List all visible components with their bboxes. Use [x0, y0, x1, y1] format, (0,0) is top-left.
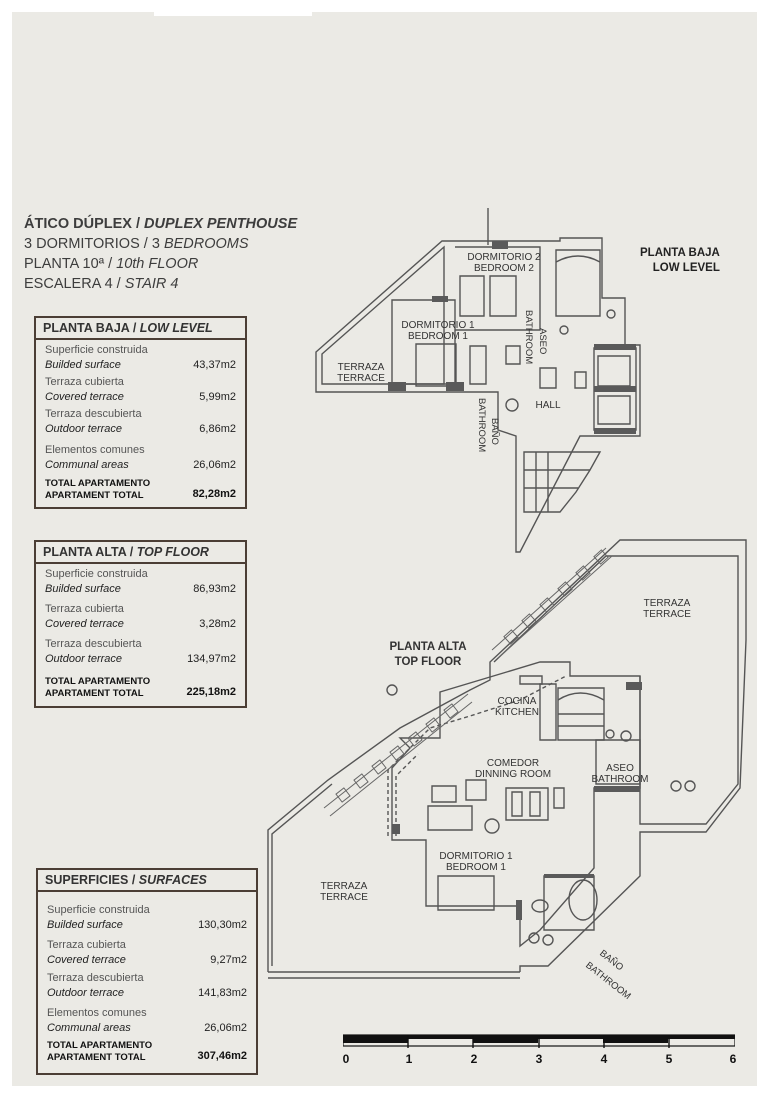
header-bedrooms-en: BEDROOMS [163, 236, 249, 252]
top-floor-outline [267, 539, 747, 972]
top-bathtub [568, 879, 598, 921]
low-level-plan-title: PLANTA BAJA LOW LEVEL [640, 247, 720, 274]
property-header: ÁTICO DÚPLEX / DUPLEX PENTHOUSE 3 DORMIT… [24, 214, 297, 294]
top-strip [154, 12, 312, 16]
top-kitchen-counter [539, 683, 557, 741]
top-floor-table-title: PLANTA ALTA / TOP FLOOR [36, 542, 245, 564]
header-stair: ESCALERA 4 / STAIR 4 [24, 274, 297, 294]
low-bed1-bed [415, 343, 457, 387]
low-bed2-beds [459, 275, 517, 317]
low-aseo-label: ASEO [537, 328, 548, 355]
low-level-outline [315, 237, 641, 553]
low-bano-label-en: BATHROOM [476, 398, 487, 453]
low-bathtub [469, 345, 487, 385]
top-interior-outline [391, 661, 641, 948]
header-bedrooms-es: 3 DORMITORIOS / 3 [24, 236, 164, 252]
header-type: ÁTICO DÚPLEX / DUPLEX PENTHOUSE [24, 214, 297, 234]
header-stair-en: STAIR 4 [124, 276, 179, 292]
header-floor-es: PLANTA 10ª / [24, 256, 117, 272]
scale-tick: 5 [665, 1052, 673, 1066]
top-terrace-right [493, 555, 739, 825]
railing-units [335, 549, 609, 803]
scale-tick: 2 [470, 1052, 478, 1066]
surfaces-table: SUPERFICIES / SURFACES Superficie constr… [36, 868, 258, 1075]
scale-tick: 3 [535, 1052, 543, 1066]
scale-tick: 0 [342, 1052, 350, 1066]
header-bedrooms: 3 DORMITORIOS / 3 BEDROOMS [24, 234, 297, 254]
low-level-table-title: PLANTA BAJA / LOW LEVEL [36, 318, 245, 340]
header-floor: PLANTA 10ª / 10th FLOOR [24, 254, 297, 274]
low-stair-top [555, 249, 601, 317]
top-dining-table [505, 787, 549, 821]
scale-tick: 1 [405, 1052, 413, 1066]
top-bed [437, 875, 495, 911]
header-floor-en: 10th FLOOR [116, 256, 199, 272]
low-bed1-room [391, 299, 456, 385]
low-hall-label: HALL [535, 400, 561, 411]
low-stair-bottom [523, 451, 602, 513]
surfaces-table-title: SUPERFICIES / SURFACES [38, 870, 256, 892]
header-type-en: DUPLEX PENTHOUSE [144, 216, 298, 232]
top-aseo-room [595, 739, 641, 785]
header-type-es: ÁTICO DÚPLEX / [24, 216, 145, 232]
low-aseo-label-en: BATHROOM [523, 310, 534, 365]
low-bano-label: BAÑO [489, 418, 500, 445]
top-sofa [427, 805, 473, 831]
scale-tick: 4 [600, 1052, 608, 1066]
scale-bar-graphic [343, 1034, 735, 1048]
scale-tick: 6 [729, 1052, 737, 1066]
scale-bar: 0 1 2 3 4 5 6 [343, 1032, 736, 1066]
top-floor-table: PLANTA ALTA / TOP FLOOR Superficie const… [34, 540, 247, 708]
low-level-table: PLANTA BAJA / LOW LEVEL Superficie const… [34, 316, 247, 509]
header-stair-es: ESCALERA 4 / [24, 276, 125, 292]
